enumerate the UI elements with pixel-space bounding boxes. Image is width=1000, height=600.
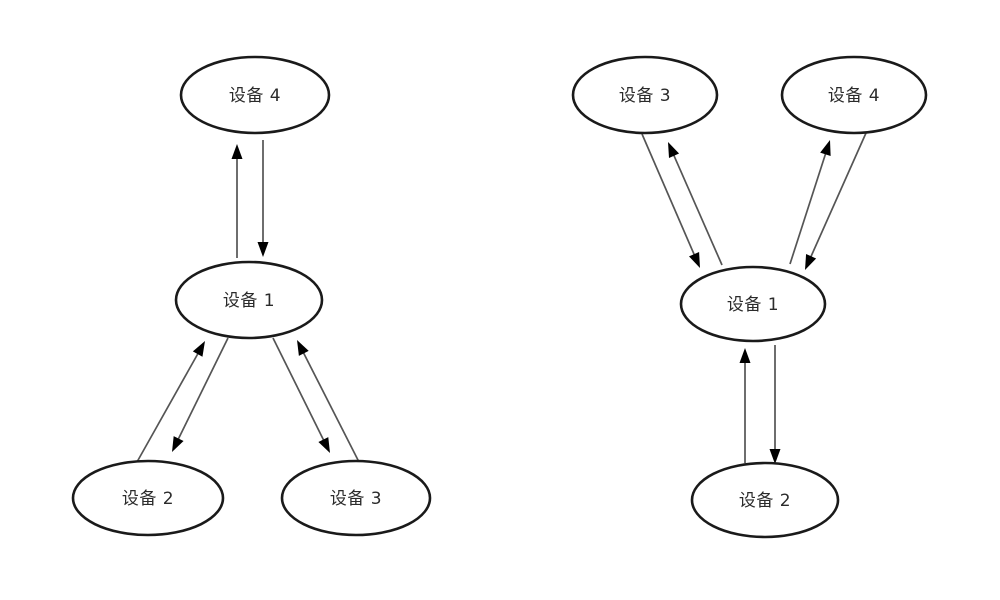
edge-line <box>136 351 200 463</box>
node-ellipse[interactable] <box>571 55 719 135</box>
edge-line <box>789 151 827 265</box>
node-ellipse[interactable] <box>179 55 331 135</box>
edge-line <box>809 132 867 259</box>
arrowhead-icon <box>231 144 243 159</box>
node-ellipse[interactable] <box>780 55 928 135</box>
arrowhead-icon <box>739 348 751 363</box>
edge-arrow <box>769 345 781 464</box>
node-label: 设备 4 <box>229 86 281 106</box>
edge-line <box>672 153 723 266</box>
node-ellipse[interactable] <box>690 461 840 539</box>
node-label: 设备 2 <box>122 489 174 509</box>
arrowhead-icon <box>668 142 680 158</box>
node-label: 设备 3 <box>619 86 671 106</box>
edge-arrow <box>805 132 867 270</box>
node-r1[interactable]: 设备 1 <box>679 265 827 343</box>
nodes-layer: 设备 4 设备 1 设备 2 设备 3 设备 3 设备 4 设备 1 设备 2 <box>71 55 928 539</box>
edge-arrow <box>641 133 700 268</box>
node-r4[interactable]: 设备 4 <box>780 55 928 135</box>
node-l2[interactable]: 设备 2 <box>71 459 225 537</box>
node-label: 设备 4 <box>828 86 880 106</box>
arrowhead-icon <box>769 449 781 464</box>
arrowhead-icon <box>192 341 205 357</box>
edge-line <box>176 337 229 441</box>
edge-arrow <box>231 144 243 258</box>
node-label: 设备 1 <box>223 291 275 311</box>
edge-line <box>302 350 360 463</box>
node-label: 设备 3 <box>330 489 382 509</box>
node-r3[interactable]: 设备 3 <box>571 55 719 135</box>
arrowhead-icon <box>820 140 831 156</box>
edge-arrow <box>668 142 723 266</box>
edge-arrow <box>739 348 751 463</box>
edge-arrow <box>297 340 360 463</box>
arrowhead-icon <box>257 242 269 257</box>
node-ellipse[interactable] <box>280 459 432 537</box>
edge-arrow <box>272 337 330 453</box>
node-l1[interactable]: 设备 1 <box>174 260 324 340</box>
node-ellipse[interactable] <box>71 459 225 537</box>
arrowhead-icon <box>297 340 309 356</box>
arrowhead-icon <box>318 437 330 453</box>
node-l4[interactable]: 设备 4 <box>179 55 331 135</box>
edge-line <box>272 337 326 442</box>
node-label: 设备 2 <box>739 491 791 511</box>
edges-layer <box>136 132 867 464</box>
edge-line <box>641 133 696 257</box>
node-ellipse[interactable] <box>679 265 827 343</box>
node-r2[interactable]: 设备 2 <box>690 461 840 539</box>
edge-arrow <box>257 140 269 257</box>
node-l3[interactable]: 设备 3 <box>280 459 432 537</box>
arrowhead-icon <box>172 436 184 452</box>
edge-arrow <box>136 341 205 463</box>
arrowhead-icon <box>805 254 817 270</box>
node-ellipse[interactable] <box>174 260 324 340</box>
node-label: 设备 1 <box>727 295 779 315</box>
arrowhead-icon <box>688 252 700 268</box>
edge-arrow <box>789 140 831 265</box>
edge-arrow <box>172 337 229 452</box>
